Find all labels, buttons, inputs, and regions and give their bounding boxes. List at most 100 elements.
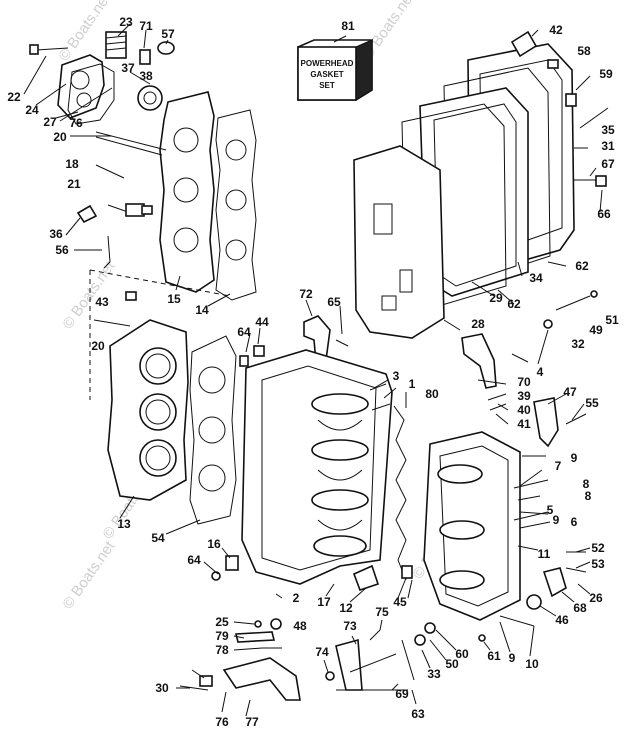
- callout-35: 35: [601, 123, 615, 137]
- callout-8-upper: 8: [583, 477, 590, 491]
- leader-lines: [23, 23, 603, 717]
- gasket-set-box: POWERHEAD GASKET SET: [297, 39, 373, 102]
- callout-23: 23: [119, 15, 133, 29]
- callout-12: 12: [339, 601, 353, 615]
- callout-70: 70: [517, 375, 531, 389]
- callout-73: 73: [343, 619, 357, 633]
- callout-47: 47: [563, 385, 577, 399]
- callout-61: 61: [487, 649, 501, 663]
- watermark-left: © Boats.net: [59, 257, 118, 332]
- callout-34: 34: [529, 271, 543, 285]
- callout-80: 80: [425, 387, 439, 401]
- callout-49: 49: [589, 323, 603, 337]
- callout-27: 27: [43, 115, 57, 129]
- callout-58: 58: [577, 44, 591, 58]
- callout-72: 72: [299, 287, 313, 301]
- cylinder-block: [211, 315, 407, 585]
- callout-60: 60: [455, 647, 469, 661]
- callout-71: 71: [139, 19, 153, 33]
- callout-17: 17: [317, 595, 331, 609]
- callout-22: 22: [7, 90, 21, 104]
- callout-9-mid: 9: [553, 513, 560, 527]
- callout-38: 38: [139, 69, 153, 83]
- callout-66: 66: [597, 207, 611, 221]
- callout-67: 67: [601, 157, 615, 171]
- callout-64-left: 64: [237, 325, 251, 339]
- callout-53: 53: [591, 557, 605, 571]
- exhaust-cover-assembly: [353, 30, 609, 339]
- gasket-box-line1: POWERHEAD: [301, 59, 354, 68]
- callout-14: 14: [195, 303, 209, 317]
- callout-52: 52: [591, 541, 605, 555]
- callout-68: 68: [573, 601, 587, 615]
- callout-36: 36: [49, 227, 63, 241]
- callout-11: 11: [538, 547, 551, 561]
- callout-13: 13: [117, 517, 131, 531]
- callout-79: 79: [215, 629, 229, 643]
- callout-44: 44: [255, 315, 269, 329]
- callout-42: 42: [549, 23, 563, 37]
- callout-9-lower: 9: [509, 651, 516, 665]
- crankcase-cover: [423, 333, 587, 627]
- callout-25: 25: [215, 615, 229, 629]
- callout-9-upper: 9: [571, 451, 578, 465]
- spring: [105, 31, 127, 59]
- callout-21: 21: [67, 177, 81, 191]
- callout-3: 3: [393, 369, 400, 383]
- spark-plug: [107, 203, 153, 217]
- gasket-box-line2: GASKET: [310, 70, 343, 79]
- callout-39: 39: [517, 389, 531, 403]
- callout-37: 37: [121, 61, 135, 75]
- callout-48: 48: [293, 619, 307, 633]
- callout-18: 18: [65, 157, 79, 171]
- callout-29: 29: [489, 291, 503, 305]
- callout-15: 15: [167, 292, 181, 306]
- callout-24: 24: [25, 103, 39, 117]
- callout-78: 78: [215, 643, 229, 657]
- callout-46: 46: [555, 613, 569, 627]
- callout-6: 6: [571, 515, 578, 529]
- watermark-bottom: © Boats.net: [59, 537, 118, 612]
- callout-33: 33: [427, 667, 441, 681]
- callout-labels: 81 23 71 57 37 38 22 24 27 76 20 18 21 3…: [7, 15, 619, 729]
- callout-77: 77: [245, 715, 259, 729]
- callout-20-top: 20: [53, 130, 67, 144]
- callout-31: 31: [601, 139, 615, 153]
- callout-2: 2: [293, 591, 300, 605]
- callout-5: 5: [547, 503, 554, 517]
- callout-45: 45: [393, 595, 407, 609]
- callout-50: 50: [445, 657, 459, 671]
- gasket-box-line3: SET: [319, 81, 335, 90]
- callout-57: 57: [161, 27, 175, 41]
- callout-10: 10: [525, 657, 539, 671]
- cylinder-liner: [93, 291, 237, 525]
- cylinder-head-assembly: [29, 31, 257, 400]
- throttle-linkage: [179, 564, 486, 701]
- callout-69: 69: [395, 687, 409, 701]
- callout-28: 28: [471, 317, 485, 331]
- callout-4: 4: [537, 365, 544, 379]
- callout-55: 55: [585, 396, 599, 410]
- callout-1: 1: [409, 377, 416, 391]
- callout-30: 30: [155, 681, 169, 695]
- callout-76-top: 76: [69, 116, 83, 130]
- callout-64-low: 64: [187, 553, 201, 567]
- callout-59: 59: [599, 67, 613, 81]
- callout-62-top: 62: [575, 259, 589, 273]
- callout-54: 54: [151, 531, 165, 545]
- callout-62-mid: 62: [507, 297, 521, 311]
- callout-56: 56: [55, 243, 69, 257]
- callout-65: 65: [327, 295, 341, 309]
- callout-16: 16: [207, 537, 221, 551]
- callout-32: 32: [571, 337, 585, 351]
- callout-7: 7: [555, 459, 562, 473]
- callout-8-lower: 8: [585, 489, 592, 503]
- callout-75: 75: [375, 605, 389, 619]
- callout-74: 74: [315, 645, 329, 659]
- callout-26: 26: [589, 591, 603, 605]
- callout-51: 51: [605, 313, 619, 327]
- callout-76-bottom: 76: [215, 715, 229, 729]
- callout-63: 63: [411, 707, 425, 721]
- callout-81: 81: [341, 19, 355, 33]
